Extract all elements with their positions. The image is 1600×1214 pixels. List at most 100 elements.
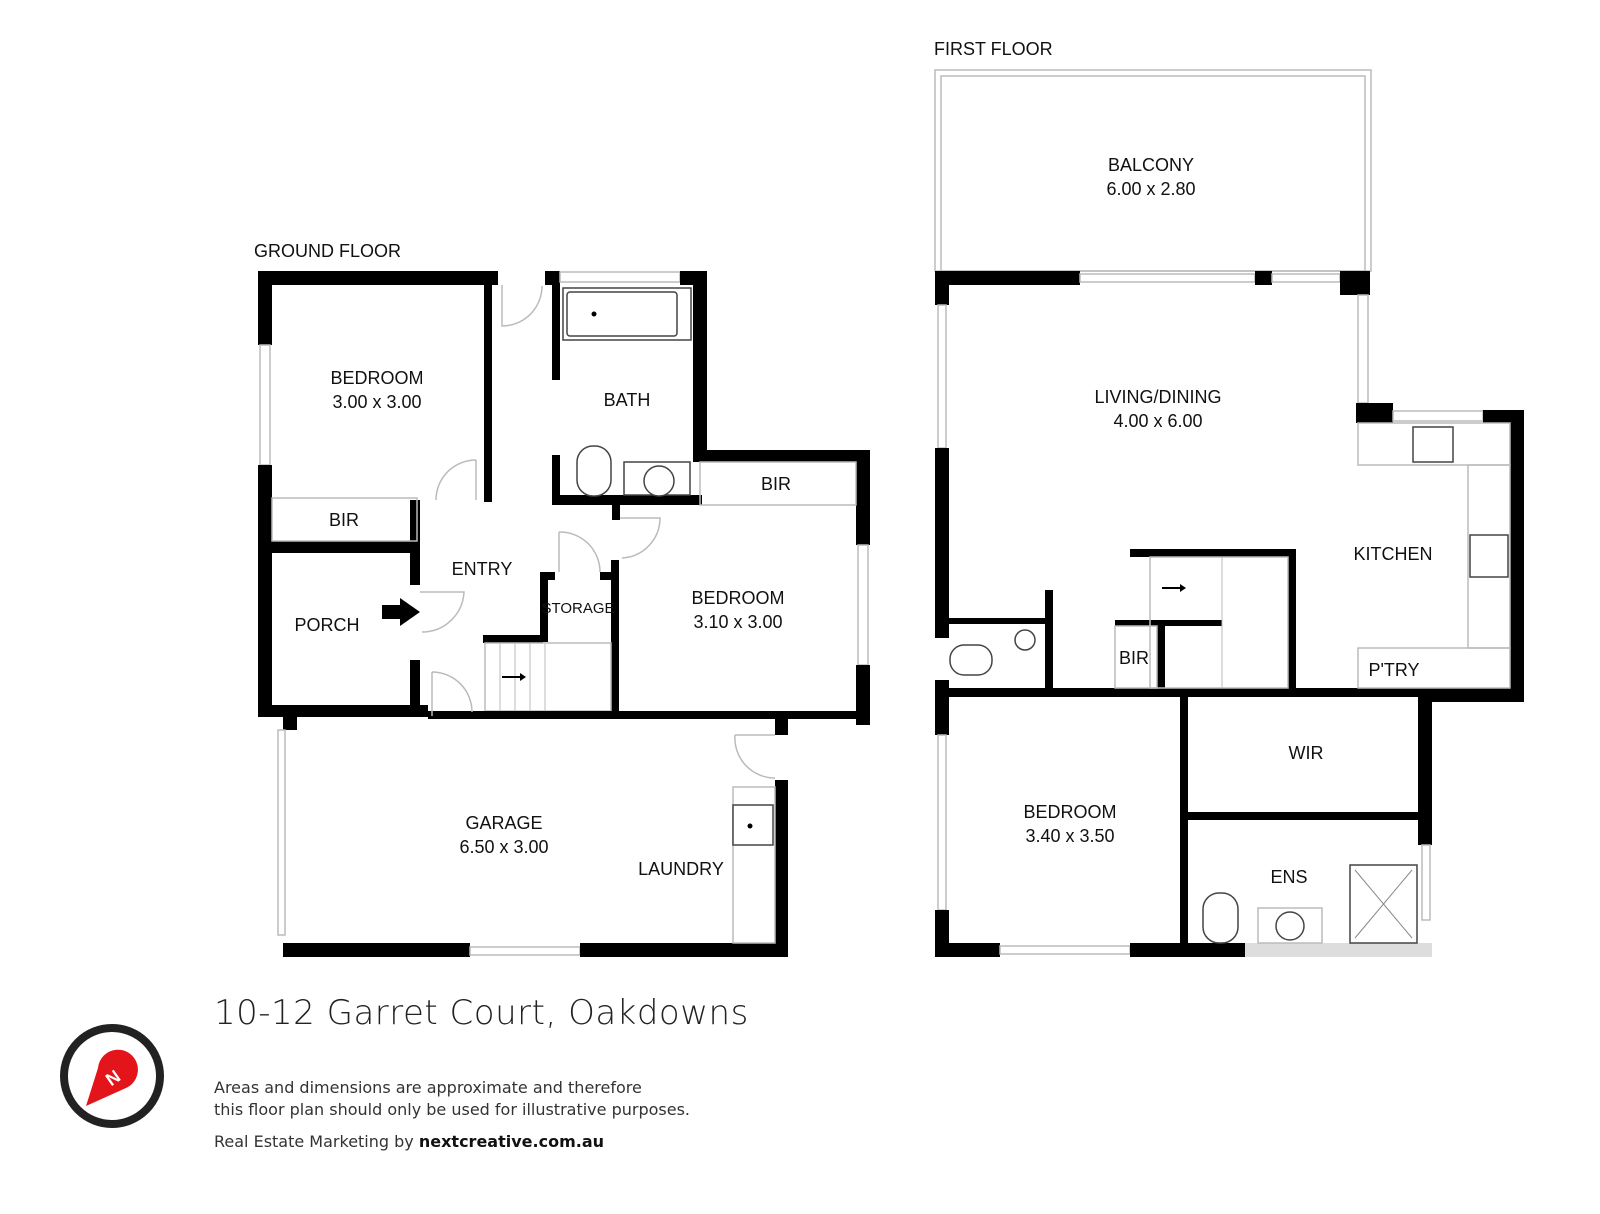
plan-shape <box>1014 629 1036 651</box>
wall <box>428 711 870 719</box>
window-or-outline <box>469 946 581 956</box>
wall <box>1430 688 1524 702</box>
plan-shape <box>591 311 597 317</box>
wall <box>258 541 418 553</box>
wall <box>258 705 428 717</box>
window-or-outline <box>271 497 418 542</box>
room-kitchen: KITCHEN <box>1353 544 1432 564</box>
wall <box>775 780 788 957</box>
plan-shape <box>576 445 612 497</box>
wall <box>949 618 1045 624</box>
wall <box>1157 620 1165 690</box>
window-or-outline <box>937 304 947 449</box>
plan-shape <box>1202 892 1239 944</box>
plan-shape <box>747 823 753 829</box>
room-label: 3.10 x 3.00 <box>693 612 782 632</box>
wall <box>611 560 619 712</box>
window-or-outline <box>620 517 661 559</box>
wall <box>1288 549 1296 690</box>
wall <box>935 688 1430 697</box>
wall <box>484 285 492 502</box>
door-swing-icon <box>501 285 543 327</box>
wall <box>483 635 543 643</box>
wall <box>258 271 498 285</box>
wall <box>856 665 870 725</box>
room-label: 3.00 x 3.00 <box>332 392 421 412</box>
room-wir: WIR <box>1289 743 1324 763</box>
plan-shape <box>566 291 678 337</box>
window-or-outline <box>277 729 286 936</box>
room-storage: STORAGE <box>541 600 614 617</box>
wall <box>1115 620 1222 626</box>
room-pantry: P'TRY <box>1368 660 1419 680</box>
wall <box>935 271 1080 285</box>
wall <box>258 271 272 345</box>
window-or-outline <box>431 671 473 716</box>
window-or-outline <box>1079 273 1256 283</box>
plan-shape <box>1180 584 1186 592</box>
company-logo: N <box>60 1024 164 1128</box>
credit-site-link[interactable]: nextcreative.com.au <box>418 1132 604 1151</box>
room-label: LIVING/DINING <box>1094 387 1221 407</box>
window-or-outline <box>558 531 601 573</box>
room-ens: ENS <box>1270 867 1307 887</box>
wall <box>1418 697 1432 845</box>
window-or-outline <box>1114 625 1158 689</box>
window-or-outline <box>559 271 681 283</box>
window-or-outline <box>734 734 776 779</box>
room-label: BALCONY <box>1108 155 1194 175</box>
plan-shape <box>643 465 675 497</box>
wall <box>1255 271 1272 285</box>
wall <box>540 572 555 580</box>
wall <box>552 285 560 380</box>
wall <box>1340 271 1370 295</box>
credit: Real Estate Marketing by nextcreative.co… <box>214 1132 604 1151</box>
window-or-outline <box>937 734 947 911</box>
wall <box>1510 410 1524 702</box>
wall <box>545 271 560 285</box>
window-or-outline <box>1257 907 1323 944</box>
wall <box>283 943 470 957</box>
credit-prefix: Real Estate Marketing by <box>214 1132 414 1151</box>
room-bath: BATH <box>604 390 651 410</box>
window-or-outline <box>940 75 1366 272</box>
wall <box>693 271 707 462</box>
room-label: 4.00 x 6.00 <box>1113 411 1202 431</box>
wall <box>580 943 788 957</box>
wall <box>935 943 1000 957</box>
first-floor-walls: FIRST FLOOR <box>934 39 1524 957</box>
room-label: BEDROOM <box>330 368 423 388</box>
wall <box>693 450 870 462</box>
window-or-outline <box>1357 294 1369 404</box>
wall <box>552 495 702 505</box>
room-balcony: BALCONY 6.00 x 2.80 <box>1106 155 1195 199</box>
wall <box>1356 403 1393 423</box>
wall <box>540 572 548 642</box>
wall <box>1185 812 1418 820</box>
disclaimer: Areas and dimensions are approximate and… <box>214 1077 690 1121</box>
plan-shape <box>60 1024 164 1128</box>
wall <box>935 271 949 305</box>
wall <box>410 500 420 585</box>
room-laundry: LAUNDRY <box>638 859 724 879</box>
plan-shape <box>1275 911 1305 941</box>
wall <box>1045 590 1053 690</box>
plan-shape <box>1354 869 1413 939</box>
window-or-outline <box>732 786 776 944</box>
room-porch: PORCH <box>294 615 359 635</box>
room-bedroom-1: BEDROOM 3.00 x 3.00 <box>330 368 423 412</box>
room-label: 6.00 x 2.80 <box>1106 179 1195 199</box>
wall <box>410 660 420 717</box>
room-bir-2: BIR <box>761 474 791 494</box>
plan-shape <box>732 804 774 846</box>
property-address: 10-12 Garret Court, Oakdowns <box>214 993 749 1033</box>
wall <box>775 717 788 735</box>
wall <box>283 717 297 730</box>
wall <box>1130 549 1295 557</box>
window-or-outline <box>1392 410 1484 422</box>
plan-shape <box>520 673 526 681</box>
